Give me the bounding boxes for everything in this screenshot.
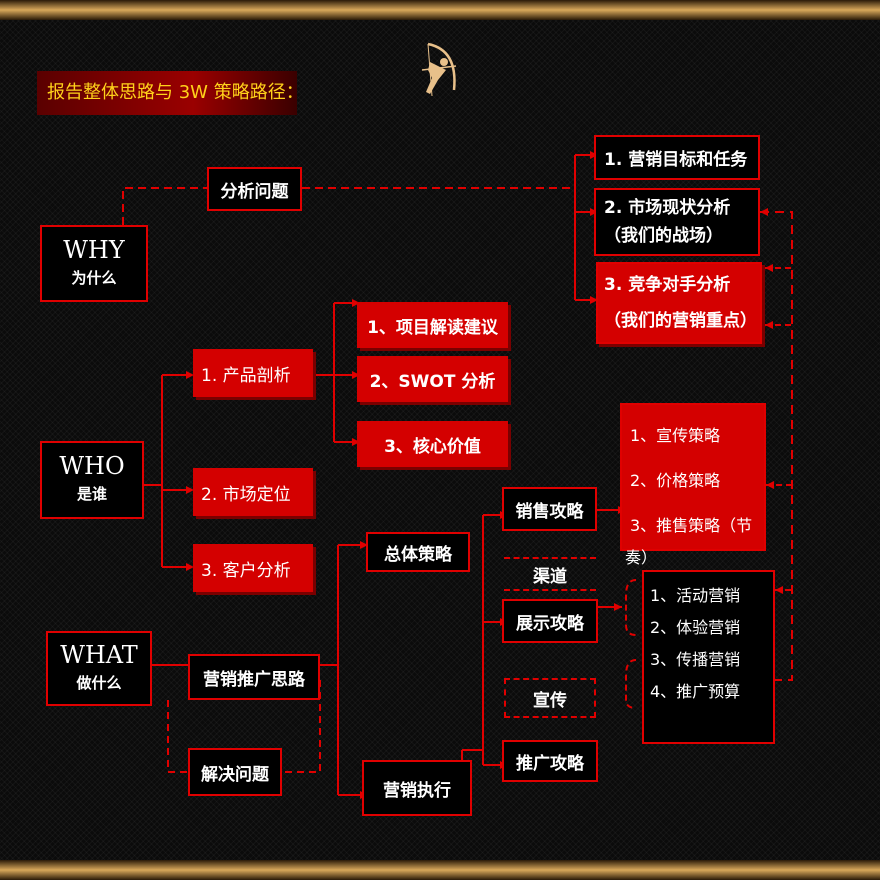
why-item-competitor-label: 3. 竞争对手分析: [604, 275, 731, 295]
product-item-core-value: 3、核心价值: [357, 421, 508, 467]
promo-idea-box: 营销推广思路: [188, 654, 320, 700]
publicity-box: 宣传: [504, 678, 596, 718]
product-item-swot: 2、SWOT 分析: [357, 356, 508, 402]
marketing-execution-box: 营销执行: [362, 760, 472, 816]
marketing-list-box: 1、活动营销 2、体验营销 3、传播营销 4、推广预算: [642, 570, 775, 744]
sales-tactics-box: 销售攻略: [502, 487, 597, 531]
promotion-tactics-box: 推广攻略: [502, 740, 598, 782]
channel-box: 渠道: [504, 557, 596, 591]
why-item-competitor: 3. 竞争对手分析 （我们的营销重点）: [596, 262, 762, 344]
marketing-list-item: 3、传播营销: [650, 650, 741, 669]
why-item-goals: 1. 营销目标和任务: [594, 135, 760, 180]
why-sub-label: 为什么: [71, 268, 117, 287]
why-item-competitor-sub: （我们的营销重点）: [604, 311, 757, 331]
marketing-list-item: 4、推广预算: [650, 682, 741, 701]
product-item-project: 1、项目解读建议: [357, 302, 508, 348]
archer-icon: [421, 42, 457, 97]
bottom-gold-bar: [0, 860, 880, 880]
why-label: WHY: [63, 235, 125, 264]
sales-strategy-item-continued: 奏）: [625, 548, 658, 567]
slide-title: 报告整体思路与 3W 策略路径：: [37, 71, 304, 115]
who-item-product: 1. 产品剖析: [193, 349, 313, 397]
who-sub-label: 是谁: [76, 485, 107, 503]
why-item-market: 2. 市场现状分析 （我们的战场）: [594, 188, 760, 256]
who-box: WHO 是谁: [40, 441, 144, 519]
what-box: WHAT 做什么: [46, 631, 152, 706]
sales-strategy-item: 2、价格策略: [630, 471, 721, 490]
sales-strategy-item: 3、推售策略（节: [630, 516, 753, 535]
who-item-customer: 3. 客户分析: [193, 544, 313, 592]
why-box: WHY 为什么: [40, 225, 148, 302]
top-gold-bar: [0, 0, 880, 20]
sales-strategy-item: 1、宣传策略: [630, 426, 721, 445]
marketing-list-item: 2、体验营销: [650, 618, 741, 637]
overall-strategy-box: 总体策略: [366, 532, 470, 572]
solve-problem-box: 解决问题: [188, 748, 282, 796]
what-sub-label: 做什么: [76, 673, 122, 692]
analyze-problem-box: 分析问题: [207, 167, 302, 211]
what-label: WHAT: [60, 640, 138, 669]
why-item-market-sub: （我们的战场）: [604, 226, 723, 246]
why-item-market-label: 2. 市场现状分析: [604, 198, 731, 218]
display-tactics-box: 展示攻略: [502, 599, 598, 643]
marketing-list-item: 1、活动营销: [650, 586, 741, 605]
who-item-positioning: 2. 市场定位: [193, 468, 313, 516]
who-label: WHO: [59, 452, 125, 480]
sales-strategies-box: 1、宣传策略 2、价格策略 3、推售策略（节: [620, 403, 766, 551]
